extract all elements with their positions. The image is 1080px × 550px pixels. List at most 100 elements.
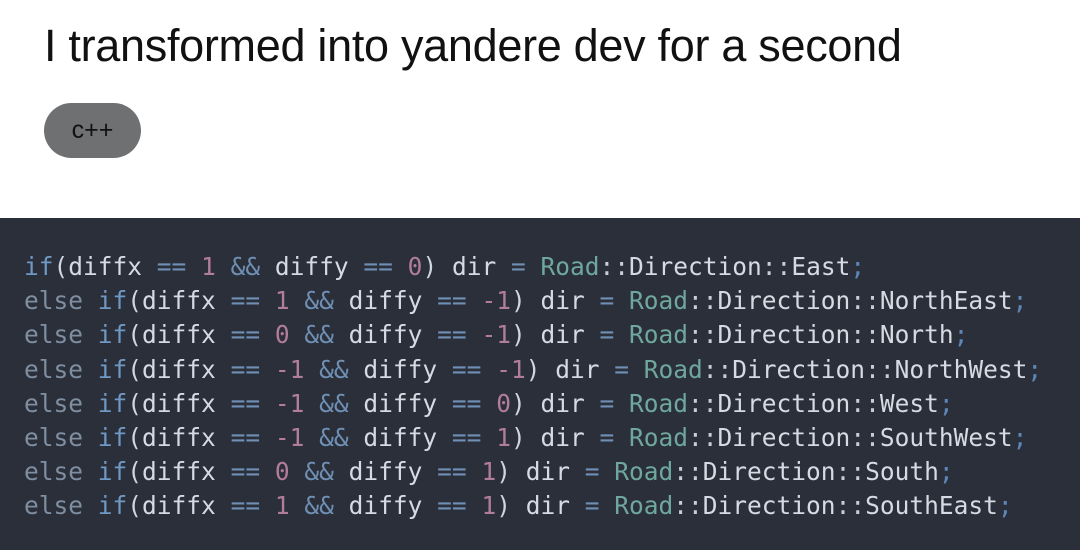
code-token-semi: ; [1012, 286, 1028, 316]
code-token-sep: :: [850, 388, 880, 418]
code-token-op: == [451, 388, 482, 418]
code-token-sep: :: [850, 423, 880, 453]
code-token-op: = [599, 388, 615, 418]
code-token-else: else [24, 491, 98, 521]
code-token-num: 0 [496, 388, 511, 418]
code-token-id [304, 355, 319, 384]
code-token-kw: if [24, 252, 54, 281]
code-token-id [467, 457, 482, 486]
code-token-id [260, 355, 275, 384]
code-token-id [629, 355, 644, 384]
code-token-pun: ) [510, 423, 526, 453]
code-token-id: North [879, 320, 954, 350]
code-token-id [393, 252, 408, 281]
code-token-num: 0 [407, 252, 423, 281]
code-token-id [290, 457, 305, 486]
code-token-id [260, 286, 275, 315]
code-token-op: == [451, 354, 482, 384]
code-token-num: -1 [274, 388, 305, 418]
code-line: if(diffx == 1 && diffy == 0) dir = Road:… [24, 250, 1042, 284]
code-token-pun: ) [496, 457, 511, 487]
code-token-id: dir [437, 252, 511, 281]
code-token-pun: ( [53, 252, 69, 281]
code-token-semi: ; [1012, 423, 1028, 453]
code-token-ty: Road [629, 423, 689, 453]
code-token-pun: ( [127, 286, 143, 316]
code-token-id [260, 491, 275, 520]
code-token-op: = [599, 286, 615, 316]
code-token-pun: ( [127, 423, 143, 453]
code-token-id [614, 320, 629, 349]
code-token-id [614, 423, 629, 452]
code-token-else: else [24, 320, 98, 350]
code-token-ty: Road [540, 252, 600, 281]
code-token-id [186, 252, 201, 281]
code-token-semi: ; [850, 252, 866, 281]
code-token-op: == [230, 423, 261, 453]
code-token-id [481, 389, 496, 418]
code-token-id [600, 457, 615, 486]
code-token-kw: if [97, 286, 128, 316]
code-token-kw: if [97, 388, 128, 418]
code-token-sep: :: [688, 423, 718, 453]
code-token-id [260, 320, 275, 349]
code-token-pun: ( [127, 457, 143, 487]
code-token-kw: if [97, 354, 128, 384]
code-token-sep: :: [835, 457, 866, 487]
code-token-op: = [584, 491, 600, 521]
code-token-id: dir [525, 388, 600, 418]
code-line: else if(diffx == -1 && diffy == -1) dir … [24, 353, 1042, 387]
code-token-op: == [230, 457, 261, 487]
code-token-else: else [24, 423, 98, 453]
code-token-num: 1 [496, 423, 511, 453]
code-token-id: diffy [333, 457, 438, 487]
code-token-op: == [230, 491, 261, 521]
code-token-num: -1 [481, 286, 511, 316]
code-token-sep: :: [688, 320, 718, 350]
tag-chip[interactable]: c++ [44, 103, 141, 158]
code-token-id: Direction [629, 252, 762, 281]
code-token-id [467, 286, 482, 315]
code-token-ty: Road [643, 354, 703, 384]
code-token-op: == [437, 491, 467, 521]
code-lines: if(diffx == 1 && diffy == 0) dir = Road:… [24, 250, 1042, 524]
code-token-op: == [230, 320, 261, 350]
code-token-semi: ; [1027, 354, 1043, 384]
code-token-id: diffy [333, 491, 438, 521]
code-token-op: == [437, 320, 467, 350]
code-token-id: dir [525, 423, 600, 453]
code-token-id: diffx [142, 286, 231, 316]
code-token-op: == [437, 457, 467, 487]
code-token-id: diffx [142, 457, 231, 487]
code-token-op: = [584, 457, 600, 487]
code-token-op: && [304, 457, 334, 487]
code-token-kw: if [97, 457, 128, 487]
code-token-ty: Road [614, 457, 674, 487]
code-token-num: 0 [274, 457, 290, 487]
code-token-id [290, 286, 305, 315]
code-token-id [481, 423, 496, 452]
code-token-sep: :: [850, 320, 880, 350]
code-token-id [290, 491, 305, 520]
code-token-op: = [614, 354, 629, 384]
code-token-kw: if [97, 320, 128, 350]
code-token-op: && [304, 320, 334, 350]
code-token-sep: :: [835, 491, 866, 521]
code-block: if(diffx == 1 && diffy == 0) dir = Road:… [0, 218, 1080, 550]
code-line: else if(diffx == 0 && diffy == 1) dir = … [24, 455, 1042, 489]
code-token-op: == [156, 252, 187, 281]
code-token-id: diffy [348, 354, 452, 384]
code-token-id: diffy [348, 423, 452, 453]
code-token-pun: ( [127, 491, 143, 521]
code-token-ty: Road [629, 286, 689, 316]
code-token-id [467, 491, 482, 520]
code-token-id: East [791, 252, 851, 281]
code-token-pun: ) [525, 354, 541, 384]
code-token-id [290, 320, 305, 349]
code-token-op: == [437, 286, 467, 316]
code-token-op: == [451, 423, 482, 453]
code-token-id: Direction [717, 320, 851, 350]
code-token-id [304, 389, 319, 418]
code-token-id: diffy [333, 320, 438, 350]
code-token-id: Direction [702, 491, 836, 521]
